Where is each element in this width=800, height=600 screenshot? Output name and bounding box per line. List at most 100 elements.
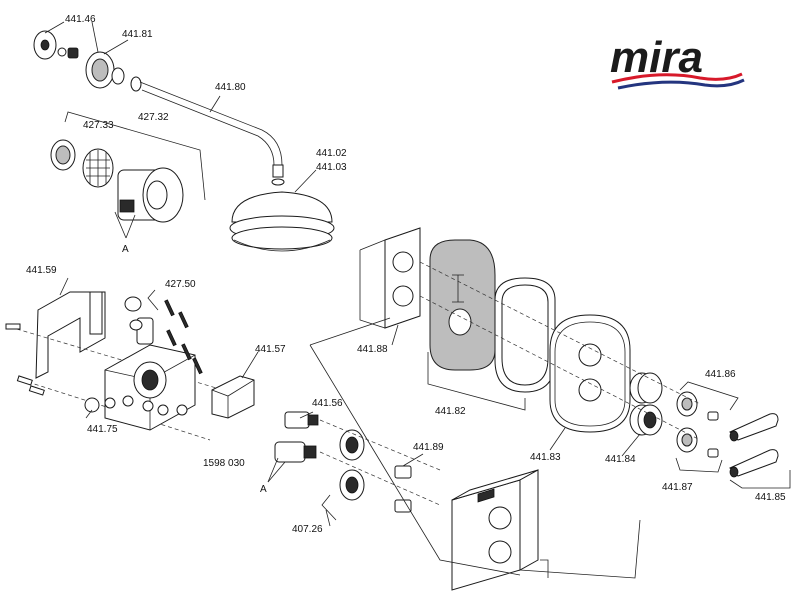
pointer-a-top-2	[114, 211, 127, 239]
rosette-lower-inner	[681, 433, 693, 447]
label-427-33: 427.33	[83, 120, 114, 131]
gasket-441-82	[429, 239, 496, 371]
leader-441-46-b	[91, 21, 99, 53]
label-441-02: 441.02	[316, 148, 347, 159]
shower-arm	[139, 81, 283, 166]
bonnet-lower-inner	[345, 476, 359, 494]
lever-lower-hub	[729, 466, 739, 478]
mira-logo: mira	[610, 33, 745, 90]
label-1598-030: 1598 030	[203, 458, 245, 469]
nut-441-75-c	[122, 395, 134, 407]
label-441-83: 441.83	[530, 452, 561, 463]
filter-mesh-grid	[86, 150, 110, 186]
faceplate-441-83	[549, 314, 631, 433]
screw-427-50-c	[166, 329, 177, 347]
arm-outlet-nut	[272, 164, 284, 178]
leader-441-84	[621, 433, 641, 457]
faceplate-hole-top	[578, 343, 602, 367]
label-441-87: 441.87	[662, 482, 693, 493]
bonnet-upper-inner	[345, 436, 359, 454]
wall-box	[309, 317, 641, 591]
label-441-59: 441.59	[26, 265, 57, 276]
bracket-441-86	[679, 381, 739, 411]
logo-swoosh-blue	[617, 78, 745, 90]
arm-collar	[130, 76, 142, 92]
cartridge-assembly	[50, 111, 206, 239]
wall-box-hole-bottom	[488, 540, 512, 564]
wall-box-side	[519, 469, 539, 571]
leader-441-83	[549, 427, 566, 451]
label-441-84: 441.84	[605, 454, 636, 465]
bracket-441-87	[675, 457, 723, 473]
lever-lower	[729, 449, 779, 477]
logo-swoosh-red	[611, 72, 743, 84]
guide-spindle-2	[319, 451, 441, 506]
screw-427-50-b	[178, 311, 189, 329]
box-cover	[384, 227, 421, 329]
valve-body-port-inner	[141, 369, 159, 391]
label-441-82: 441.82	[435, 406, 466, 417]
bracket-guide-2	[27, 381, 211, 441]
nut-441-75-e	[157, 404, 169, 416]
label-441-75: 441.75	[87, 424, 118, 435]
cartridge-1598-030-end	[303, 445, 317, 459]
threaded-fitting	[67, 47, 79, 59]
allen-key	[321, 494, 337, 521]
nut-441-75-b	[104, 397, 116, 409]
mounting-bracket	[35, 291, 106, 379]
shower-head-face	[231, 226, 333, 250]
pointer-a-bottom-1	[267, 461, 286, 483]
leader-441-56	[299, 411, 314, 419]
screw-427-50-d	[181, 343, 192, 361]
label-441-81: 441.81	[122, 29, 153, 40]
wall-box-hole-top	[488, 506, 512, 530]
valve-top-nut	[129, 319, 143, 331]
wall-box-detail-leaders	[309, 317, 641, 579]
label-441-46: 441.46	[65, 14, 96, 25]
bracket-441-82	[427, 352, 526, 411]
shower-arm-assembly	[33, 30, 335, 252]
label-407-26: 407.26	[292, 524, 323, 535]
clip-edges	[211, 379, 255, 418]
seal-ring-inner-441-82	[501, 284, 549, 386]
adapter-lower	[707, 448, 719, 458]
guide-trim-2	[419, 295, 701, 441]
clip-441-57	[211, 375, 255, 419]
nut-441-75-d	[142, 400, 154, 412]
seal-ring-inner	[55, 145, 71, 165]
screw-2	[16, 375, 33, 386]
bracket-427-32	[64, 111, 206, 201]
box-cover-guide	[359, 239, 386, 329]
label-441-88: 441.88	[357, 344, 388, 355]
label-427-32: 427.32	[138, 112, 169, 123]
arm-nut	[111, 67, 125, 85]
leader-441-88	[391, 324, 399, 346]
leader-441-75	[85, 409, 93, 419]
mounting-bracket-side	[89, 291, 103, 335]
shower-arm-edge	[141, 89, 275, 166]
arm-outlet-washer	[271, 178, 285, 186]
box-cover-hole-bottom	[392, 285, 414, 307]
spindle-lower	[394, 499, 412, 513]
washer-small	[57, 47, 67, 57]
leader-441-81	[103, 39, 129, 55]
leader-441-46	[44, 21, 65, 34]
spindle-upper	[394, 465, 412, 479]
leader-lines	[44, 21, 641, 527]
label-441-57: 441.57	[255, 344, 286, 355]
leader-441-02	[294, 169, 317, 193]
pointer-a-bottom-2	[267, 457, 279, 483]
valve-top-cap	[124, 296, 142, 312]
shower-head-bottom	[233, 239, 331, 252]
cartridge-hex	[146, 180, 168, 210]
sleeve-upper-front	[637, 372, 663, 404]
label-441-80: 441.80	[215, 82, 246, 93]
faceplate-hole-bottom	[578, 378, 602, 402]
part-labels: 441.46 441.81 441.80 427.33 427.32 441.0…	[26, 14, 786, 535]
lever-upper	[729, 413, 779, 441]
wall-box-key	[540, 559, 549, 578]
screw-427-50-e	[192, 357, 203, 375]
pointer-a-top-1	[125, 214, 136, 239]
shower-head-dome	[231, 191, 333, 223]
